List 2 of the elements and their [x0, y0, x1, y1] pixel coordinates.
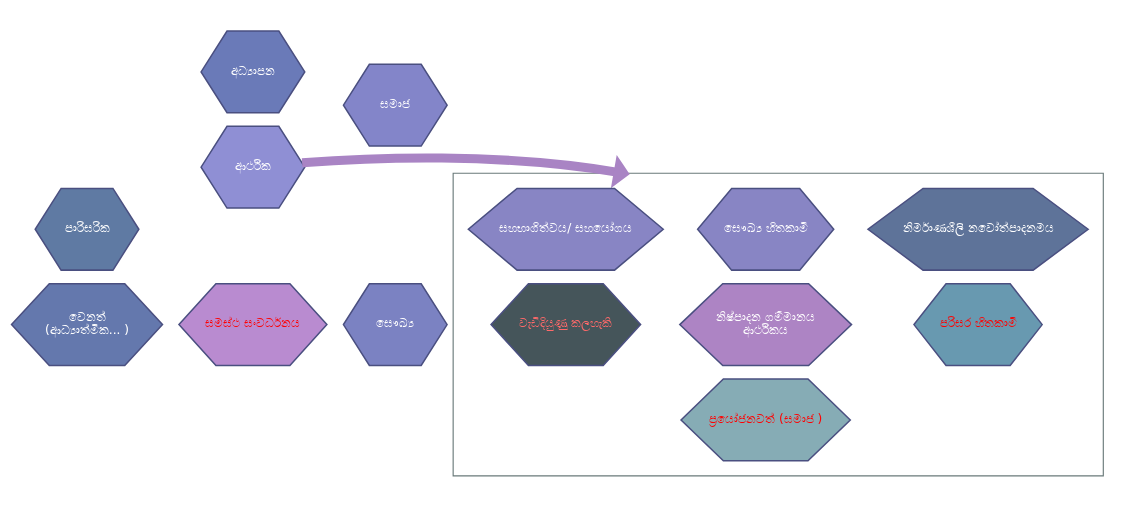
cluster — [452, 172, 1104, 477]
arrow — [301, 153, 630, 189]
